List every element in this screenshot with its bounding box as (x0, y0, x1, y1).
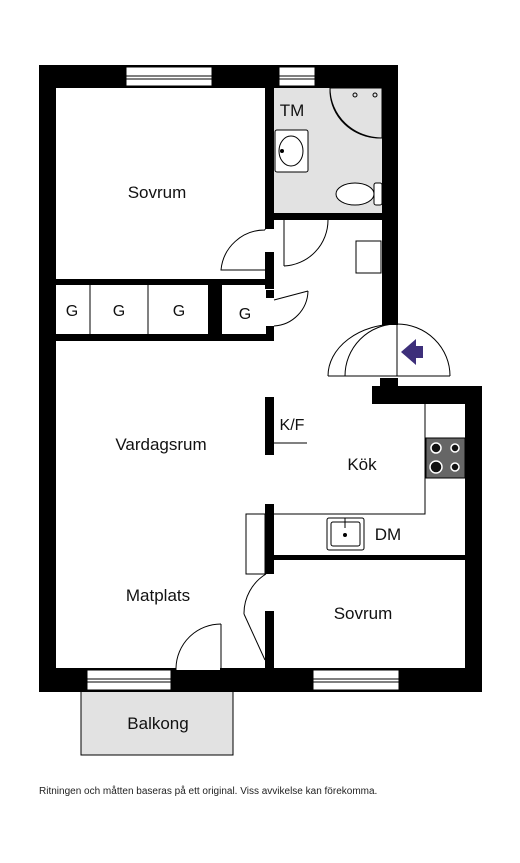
label-living-room: Vardagsrum (115, 435, 206, 454)
closet-dividers (89, 285, 149, 334)
counter-end (245, 513, 266, 575)
door-balcony (175, 623, 222, 690)
washbasin-icon (274, 129, 309, 173)
shower-icon (329, 87, 383, 139)
interior-walls (56, 80, 467, 670)
exterior-walls (39, 65, 482, 692)
kitchen-sink-icon (326, 517, 365, 551)
door-bedroom-2 (243, 573, 274, 661)
window-bath (278, 66, 316, 87)
disclaimer-text: Ritningen och måtten baseras på ett orig… (39, 786, 378, 797)
label-dining: Matplats (126, 586, 190, 605)
label-closet-3: G (173, 303, 185, 320)
label-fridge: K/F (280, 417, 305, 434)
balcony-floor (80, 689, 234, 756)
label-closet-2: G (113, 303, 125, 320)
entrance-arrow-icon (401, 339, 423, 365)
bathroom-fixtures (274, 87, 383, 206)
kitchen-counter (245, 240, 466, 575)
window-bedroom-1 (125, 66, 213, 87)
label-kitchen: Kök (347, 455, 377, 474)
window-bedroom-2 (312, 669, 400, 691)
label-closet-1: G (66, 303, 78, 320)
toilet-icon (335, 182, 383, 206)
door-bedroom-1 (220, 229, 274, 271)
label-bedroom-1: Sovrum (128, 183, 187, 202)
label-closet-4: G (239, 306, 251, 323)
window-balcony (86, 669, 172, 691)
door-closet (266, 290, 309, 327)
label-balcony: Balkong (127, 714, 188, 733)
stairs-box (355, 240, 382, 274)
door-bathroom (283, 219, 329, 267)
label-dishwasher: DM (375, 525, 401, 544)
door-entrance (327, 323, 451, 378)
label-bath: TM (280, 101, 305, 120)
stove-icon (425, 437, 466, 479)
label-bedroom-2: Sovrum (334, 604, 393, 623)
windows (86, 66, 400, 691)
doors (175, 219, 451, 690)
